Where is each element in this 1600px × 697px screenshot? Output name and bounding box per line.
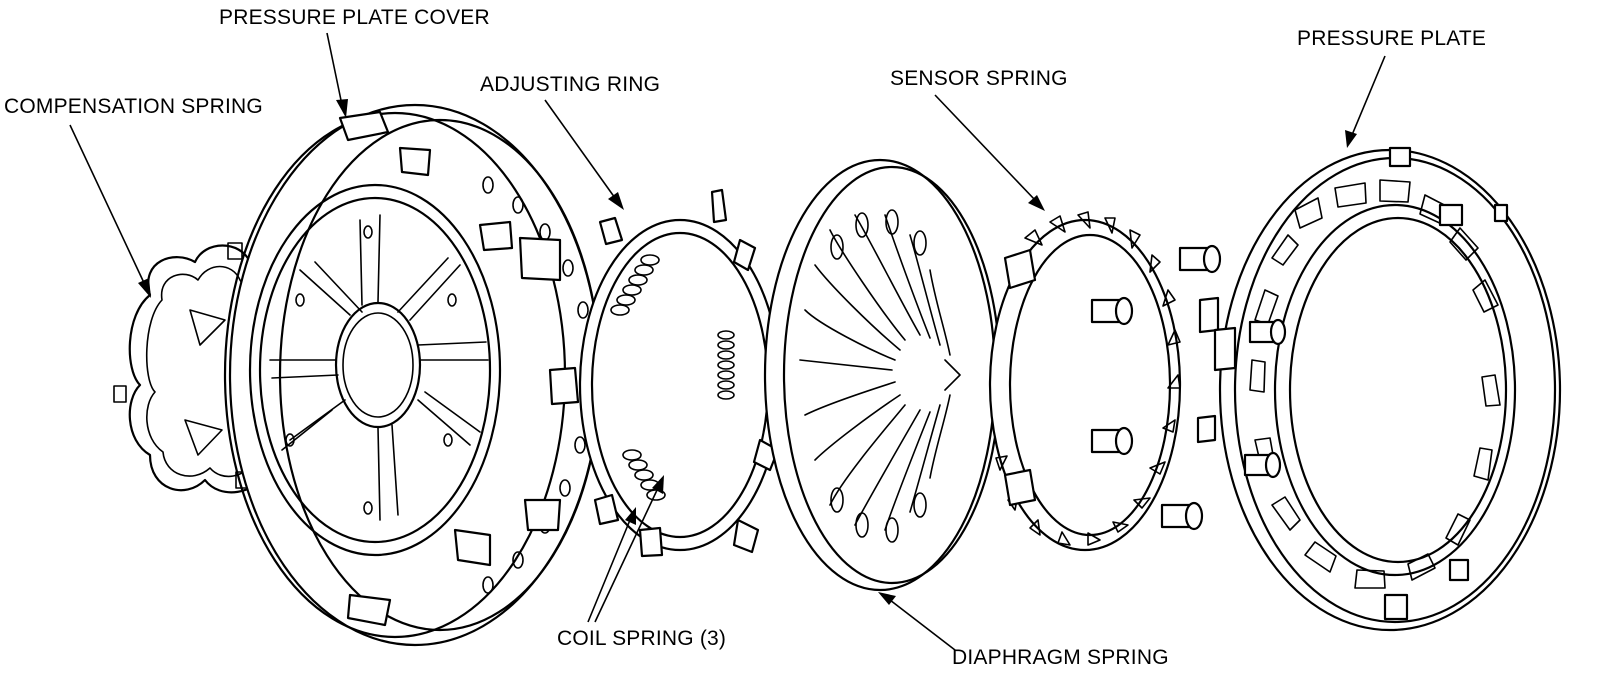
label-sensor-spring: SENSOR SPRING: [890, 67, 1068, 90]
sensor-spring: [988, 211, 1182, 552]
label-diaphragm-spring: DIAPHRAGM SPRING: [952, 646, 1169, 669]
label-pressure-plate: PRESSURE PLATE: [1297, 27, 1487, 50]
adjusting-ring: [578, 188, 802, 558]
label-coil-spring: COIL SPRING (3): [557, 627, 727, 650]
diaphragm-spring: [763, 158, 1002, 592]
loose-studs: [1160, 244, 1222, 531]
leader-lines: [69, 32, 1386, 651]
label-compensation-spring: COMPENSATION SPRING: [4, 95, 263, 118]
label-pressure-plate-cover: PRESSURE PLATE COVER: [219, 6, 490, 29]
pressure-plate-cover: [223, 103, 602, 647]
pressure-plate: [1196, 146, 1562, 632]
label-adjusting-ring: ADJUSTING RING: [480, 73, 661, 96]
